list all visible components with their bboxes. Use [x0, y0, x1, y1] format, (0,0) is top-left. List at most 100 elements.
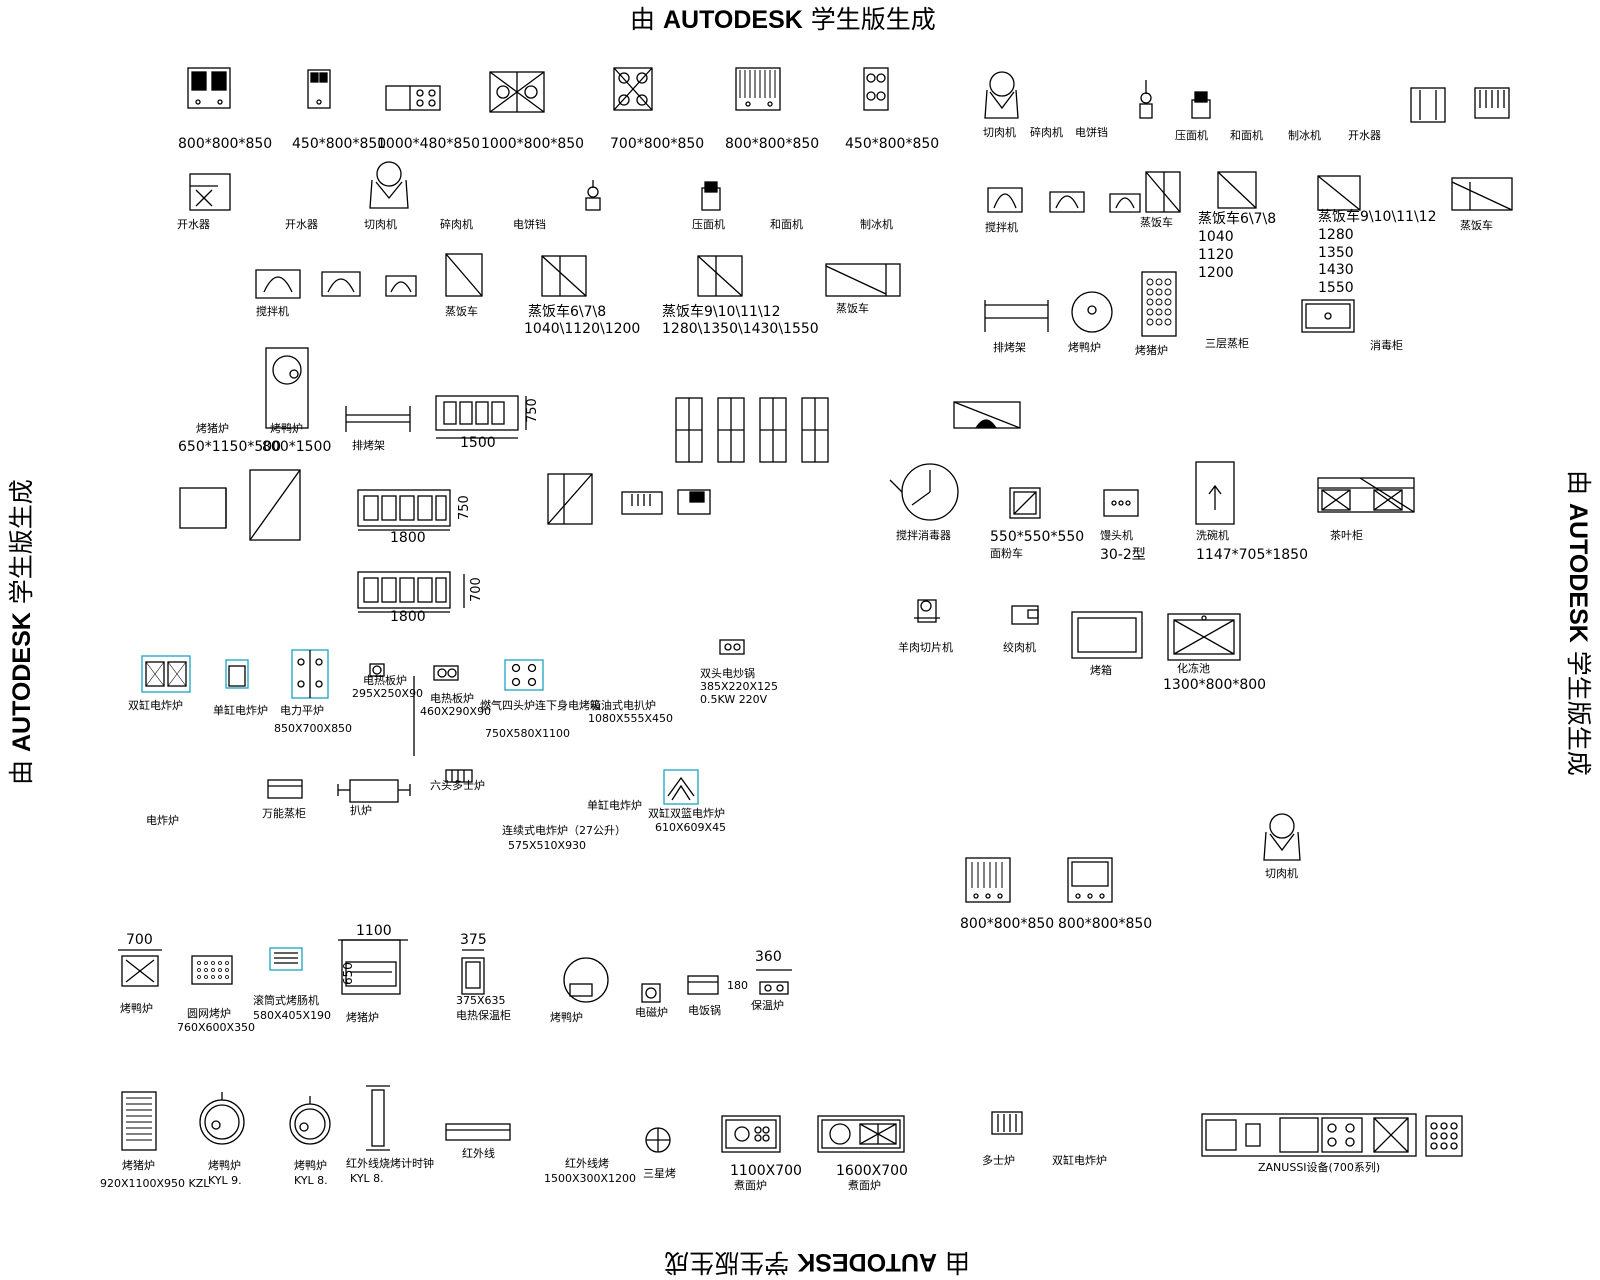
equipment-label-l77: 750X580X1100: [485, 727, 571, 740]
equipment-label-l125: 煮面炉: [734, 1179, 767, 1192]
kneader-symbol: [1139, 80, 1153, 119]
electric-griddle-symbol: [291, 649, 329, 699]
stove-symbol-1: [187, 67, 231, 109]
mixer-symbol-4: [255, 269, 301, 299]
equipment-label-l64: 绞肉机: [1003, 641, 1036, 654]
tea-cabinet-symbol: [1317, 477, 1415, 513]
equipment-label-l24: 蒸饭车: [1140, 216, 1173, 229]
stove-symbol-6: [735, 67, 781, 111]
equipment-label-l65: 烤箱: [1090, 664, 1112, 677]
equipment-label-l25: 蒸饭车6\7\8: [1198, 211, 1277, 227]
equipment-label-l98: 360: [755, 949, 782, 965]
equipment-label-l47: 烤猪炉: [196, 422, 229, 435]
steam-table-1500-symbol: [435, 395, 527, 439]
equipment-label-l58: 馒头机: [1100, 529, 1133, 542]
meat-slicer-symbol-3: [1263, 813, 1301, 861]
mixer-symbol-5: [321, 271, 361, 297]
sausage-roller-symbol: [269, 947, 303, 971]
equipment-label-l72: 电热板炉: [363, 674, 407, 687]
equipment-label-l90: 双缸双篮电炸炉: [648, 807, 725, 820]
equipment-label-l111: 保温炉: [751, 999, 784, 1012]
equipment-label-l51: 排烤架: [352, 439, 385, 452]
dim-750-b: 750: [457, 495, 472, 520]
equipment-label-l82: 0.5KW 220V: [700, 693, 768, 706]
rice-steamer-symbol-8: [825, 263, 901, 297]
equipment-label-l42: 排烤架: [993, 341, 1026, 354]
equipment-label-l78: 吸油式电扒炉: [590, 699, 656, 712]
equipment-label-l124: 1100X700: [730, 1163, 802, 1179]
single-fryer-symbol: [225, 659, 249, 689]
equipment-label-l43: 烤鸭炉: [1068, 341, 1101, 354]
equipment-label-l123: 三星烤: [643, 1167, 676, 1180]
roasting-rack-symbol: [984, 300, 1049, 332]
flour-cart-symbol: [1009, 487, 1041, 519]
equipment-label-l73: 295X250X90: [352, 687, 424, 700]
oven-symbol: [1071, 611, 1143, 659]
equipment-label-l99: 180: [727, 979, 748, 992]
equipment-label-l92: 切肉机: [1265, 867, 1298, 880]
watermark-suffix: 学生版生成: [810, 5, 936, 34]
steam-cabinet-symbol: [267, 779, 303, 799]
equipment-label-l11: 压面机: [1175, 129, 1208, 142]
noodle-press-symbol: [1191, 91, 1211, 119]
thaw-pool-symbol: [1167, 613, 1241, 661]
equipment-label-l17: 切肉机: [364, 218, 397, 231]
equipment-label-l122: 1500X300X1200: [544, 1172, 637, 1185]
meat-slicer-symbol: [984, 71, 1019, 119]
equipment-label-l127: 煮面炉: [848, 1179, 881, 1192]
equipment-label-l97: 375: [460, 932, 487, 948]
rice-steamer-symbol-9: [547, 473, 593, 525]
stove-symbol-9: [1067, 857, 1113, 903]
equipment-label-l106: 375X635: [456, 994, 506, 1007]
equipment-label-l41: 蒸饭车: [836, 302, 869, 315]
stove-symbol-7: [863, 67, 889, 111]
equipment-label-l54: 1800: [390, 609, 426, 625]
equipment-label-l89: 单缸电炸炉: [587, 799, 642, 812]
equipment-label-l26: 1040: [1198, 229, 1234, 245]
equipment-label-l71: 850X700X850: [274, 722, 353, 735]
stove-symbol-3: [385, 85, 441, 111]
equipment-label-l13: 制冰机: [1288, 129, 1321, 142]
equipment-label-l66: 化冻池: [1177, 662, 1210, 675]
rice-steamer-symbol-1: [1145, 171, 1181, 213]
equipment-label-l86: 六头多士炉: [430, 779, 485, 792]
equipment-label-l3: 1000*480*850: [377, 136, 481, 152]
equipment-label-l112: 烤猪炉: [122, 1159, 155, 1172]
equipment-label-l8: 切肉机: [983, 126, 1016, 139]
equipment-label-l63: 羊肉切片机: [898, 641, 953, 654]
stove-symbol-5: [613, 67, 653, 111]
equipment-label-l116: 烤鸭炉: [294, 1159, 327, 1172]
equipment-label-l84: 万能蒸柜: [262, 807, 306, 820]
equipment-label-l34: 蒸饭车: [1460, 219, 1493, 232]
equipment-label-l39: 蒸饭车9\10\11\12: [662, 304, 781, 320]
equipment-label-l14: 开水器: [1348, 129, 1381, 142]
equipment-label-l46: 消毒柜: [1370, 339, 1403, 352]
dishwasher-symbol: [1195, 461, 1235, 525]
equipment-label-l120: 红外线: [462, 1147, 495, 1160]
equipment-label-l115: KYL 9.: [208, 1174, 242, 1187]
equipment-label-l20: 压面机: [692, 218, 725, 231]
equipment-label-l91: 610X609X45: [655, 821, 727, 834]
equipment-label-l57: 面粉车: [990, 547, 1023, 560]
equipment-label-l59: 30-2型: [1100, 547, 1146, 563]
equipment-label-l55: 搅拌消毒器: [896, 529, 951, 542]
duck-oven-small-symbol: [118, 949, 162, 987]
equipment-label-l4: 1000*800*850: [481, 136, 585, 152]
equipment-label-l21: 和面机: [770, 218, 803, 231]
equipment-label-l30: 1280: [1318, 227, 1354, 243]
hot-plate-small-symbol: [369, 663, 385, 677]
equipment-label-l109: 电磁炉: [635, 1006, 668, 1019]
grill-symbol-top: [1474, 87, 1510, 119]
equipment-label-l32: 1430: [1318, 262, 1354, 278]
duck-roaster-round-1: [199, 1092, 245, 1145]
rice-steamer-symbol-2: [1217, 171, 1257, 209]
equipment-label-l33: 1550: [1318, 280, 1354, 296]
equipment-label-l85: 扒炉: [350, 804, 372, 817]
roasting-rack-symbol-2: [345, 406, 411, 432]
rice-steamer-symbol-3: [1317, 175, 1361, 211]
triple-star-symbol: [645, 1127, 671, 1153]
steam-table-1800-symbol-2: [357, 571, 465, 613]
warmer-symbol-1: [621, 491, 663, 515]
zanussi-grill-symbol: [1425, 1115, 1463, 1157]
